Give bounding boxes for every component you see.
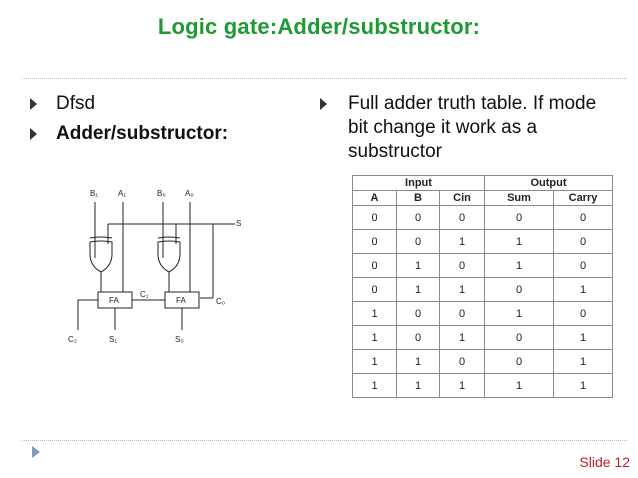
table-cell: 0 <box>352 205 397 230</box>
input-b0-label: B₀ <box>157 189 166 198</box>
table-cell: 0 <box>352 277 397 302</box>
input-a1-label: A₁ <box>118 189 126 198</box>
table-cell: 1 <box>396 349 440 374</box>
table-cell: 0 <box>439 301 485 326</box>
table-cell: 1 <box>439 325 485 350</box>
table-row: 0 0 1 1 0 <box>352 229 613 254</box>
table-cell: 1 <box>484 253 554 278</box>
carry-c1-label: C₁ <box>140 290 149 299</box>
bullet-text: Full adder truth table. If mode bit chan… <box>348 93 597 162</box>
table-cell: 0 <box>484 325 554 350</box>
table-cell: 1 <box>396 373 440 398</box>
table-cell: 1 <box>484 229 554 254</box>
column-header: A <box>352 190 397 206</box>
fa-block-label: FA <box>109 296 119 305</box>
table-cell: 0 <box>439 253 485 278</box>
table-cell: 0 <box>553 253 613 278</box>
table-cell: 1 <box>396 277 440 302</box>
table-cell: 0 <box>352 253 397 278</box>
left-bullet-list: Dfsd Adder/substructor: <box>30 92 228 152</box>
table-row: 0 1 1 0 1 <box>352 277 613 302</box>
table-cell: 1 <box>553 373 613 398</box>
column-header: Cin <box>439 190 485 206</box>
table-cell: 1 <box>484 301 554 326</box>
table-cell: 0 <box>396 205 440 230</box>
table-cell: 1 <box>553 349 613 374</box>
bullet-arrow-icon <box>30 98 37 110</box>
table-row: 0 0 0 0 0 <box>352 205 613 230</box>
adder-subtractor-circuit: B₁ A₁ B₀ A₀ S FA FA C₁ C₀ C₂ S₁ S₀ <box>68 189 241 344</box>
bullet-text: Dfsd <box>56 93 96 114</box>
mode-label: S <box>236 219 241 228</box>
table-cell: 1 <box>352 325 397 350</box>
table-row: 0 1 0 1 0 <box>352 253 613 278</box>
column-header: B <box>396 190 440 206</box>
column-header: Sum <box>484 190 554 206</box>
bullet-item: Dfsd <box>30 92 228 122</box>
table-cell: 1 <box>396 253 440 278</box>
table-cell: 0 <box>553 205 613 230</box>
table-cell: 1 <box>352 301 397 326</box>
table-cell: 1 <box>439 277 485 302</box>
table-cell: 0 <box>439 205 485 230</box>
input-group-header: Input <box>352 175 485 191</box>
table-cell: 0 <box>553 301 613 326</box>
table-cell: 0 <box>396 301 440 326</box>
table-cell: 1 <box>352 349 397 374</box>
table-row: 1 0 1 0 1 <box>352 325 613 350</box>
input-b1-label: B₁ <box>90 189 98 198</box>
sum-s0-label: S₀ <box>175 335 184 344</box>
table-cell: 1 <box>553 325 613 350</box>
carry-c0-label: C₀ <box>216 297 225 306</box>
fa-block-label: FA <box>176 296 186 305</box>
table-row: 1 1 0 0 1 <box>352 349 613 374</box>
right-bullet: Full adder truth table. If mode bit chan… <box>320 92 620 164</box>
slide-number: Slide 12 <box>579 454 630 470</box>
table-cell: 1 <box>439 373 485 398</box>
table-row: 1 1 1 1 1 <box>352 373 613 398</box>
table-cell: 0 <box>439 349 485 374</box>
table-cell: 0 <box>484 349 554 374</box>
table-cell: 0 <box>553 229 613 254</box>
footer-divider <box>22 440 627 441</box>
table-cell: 1 <box>553 277 613 302</box>
table-cell: 0 <box>352 229 397 254</box>
title-divider <box>22 78 627 79</box>
table-cell: 1 <box>439 229 485 254</box>
input-a0-label: A₀ <box>185 189 194 198</box>
table-row: 1 0 0 1 0 <box>352 301 613 326</box>
footer-arrow-icon <box>32 446 40 458</box>
bullet-text: Adder/substructor: <box>56 123 229 144</box>
table-cell: 0 <box>484 205 554 230</box>
table-cell: 1 <box>352 373 397 398</box>
table-cell: 0 <box>484 277 554 302</box>
bullet-arrow-icon <box>30 128 37 140</box>
output-group-header: Output <box>484 175 613 191</box>
bullet-item: Adder/substructor: <box>30 122 228 152</box>
table-cell: 0 <box>396 325 440 350</box>
table-cell: 0 <box>396 229 440 254</box>
carry-c2-label: C₂ <box>68 335 77 344</box>
truth-table: Input Output A B Cin Sum Carry 0 0 0 0 0… <box>352 175 613 398</box>
column-header: Carry <box>553 190 613 206</box>
sum-s1-label: S₁ <box>109 335 117 344</box>
slide-title: Logic gate:Adder/substructor: <box>157 14 481 39</box>
bullet-arrow-icon <box>320 98 327 110</box>
table-cell: 1 <box>484 373 554 398</box>
